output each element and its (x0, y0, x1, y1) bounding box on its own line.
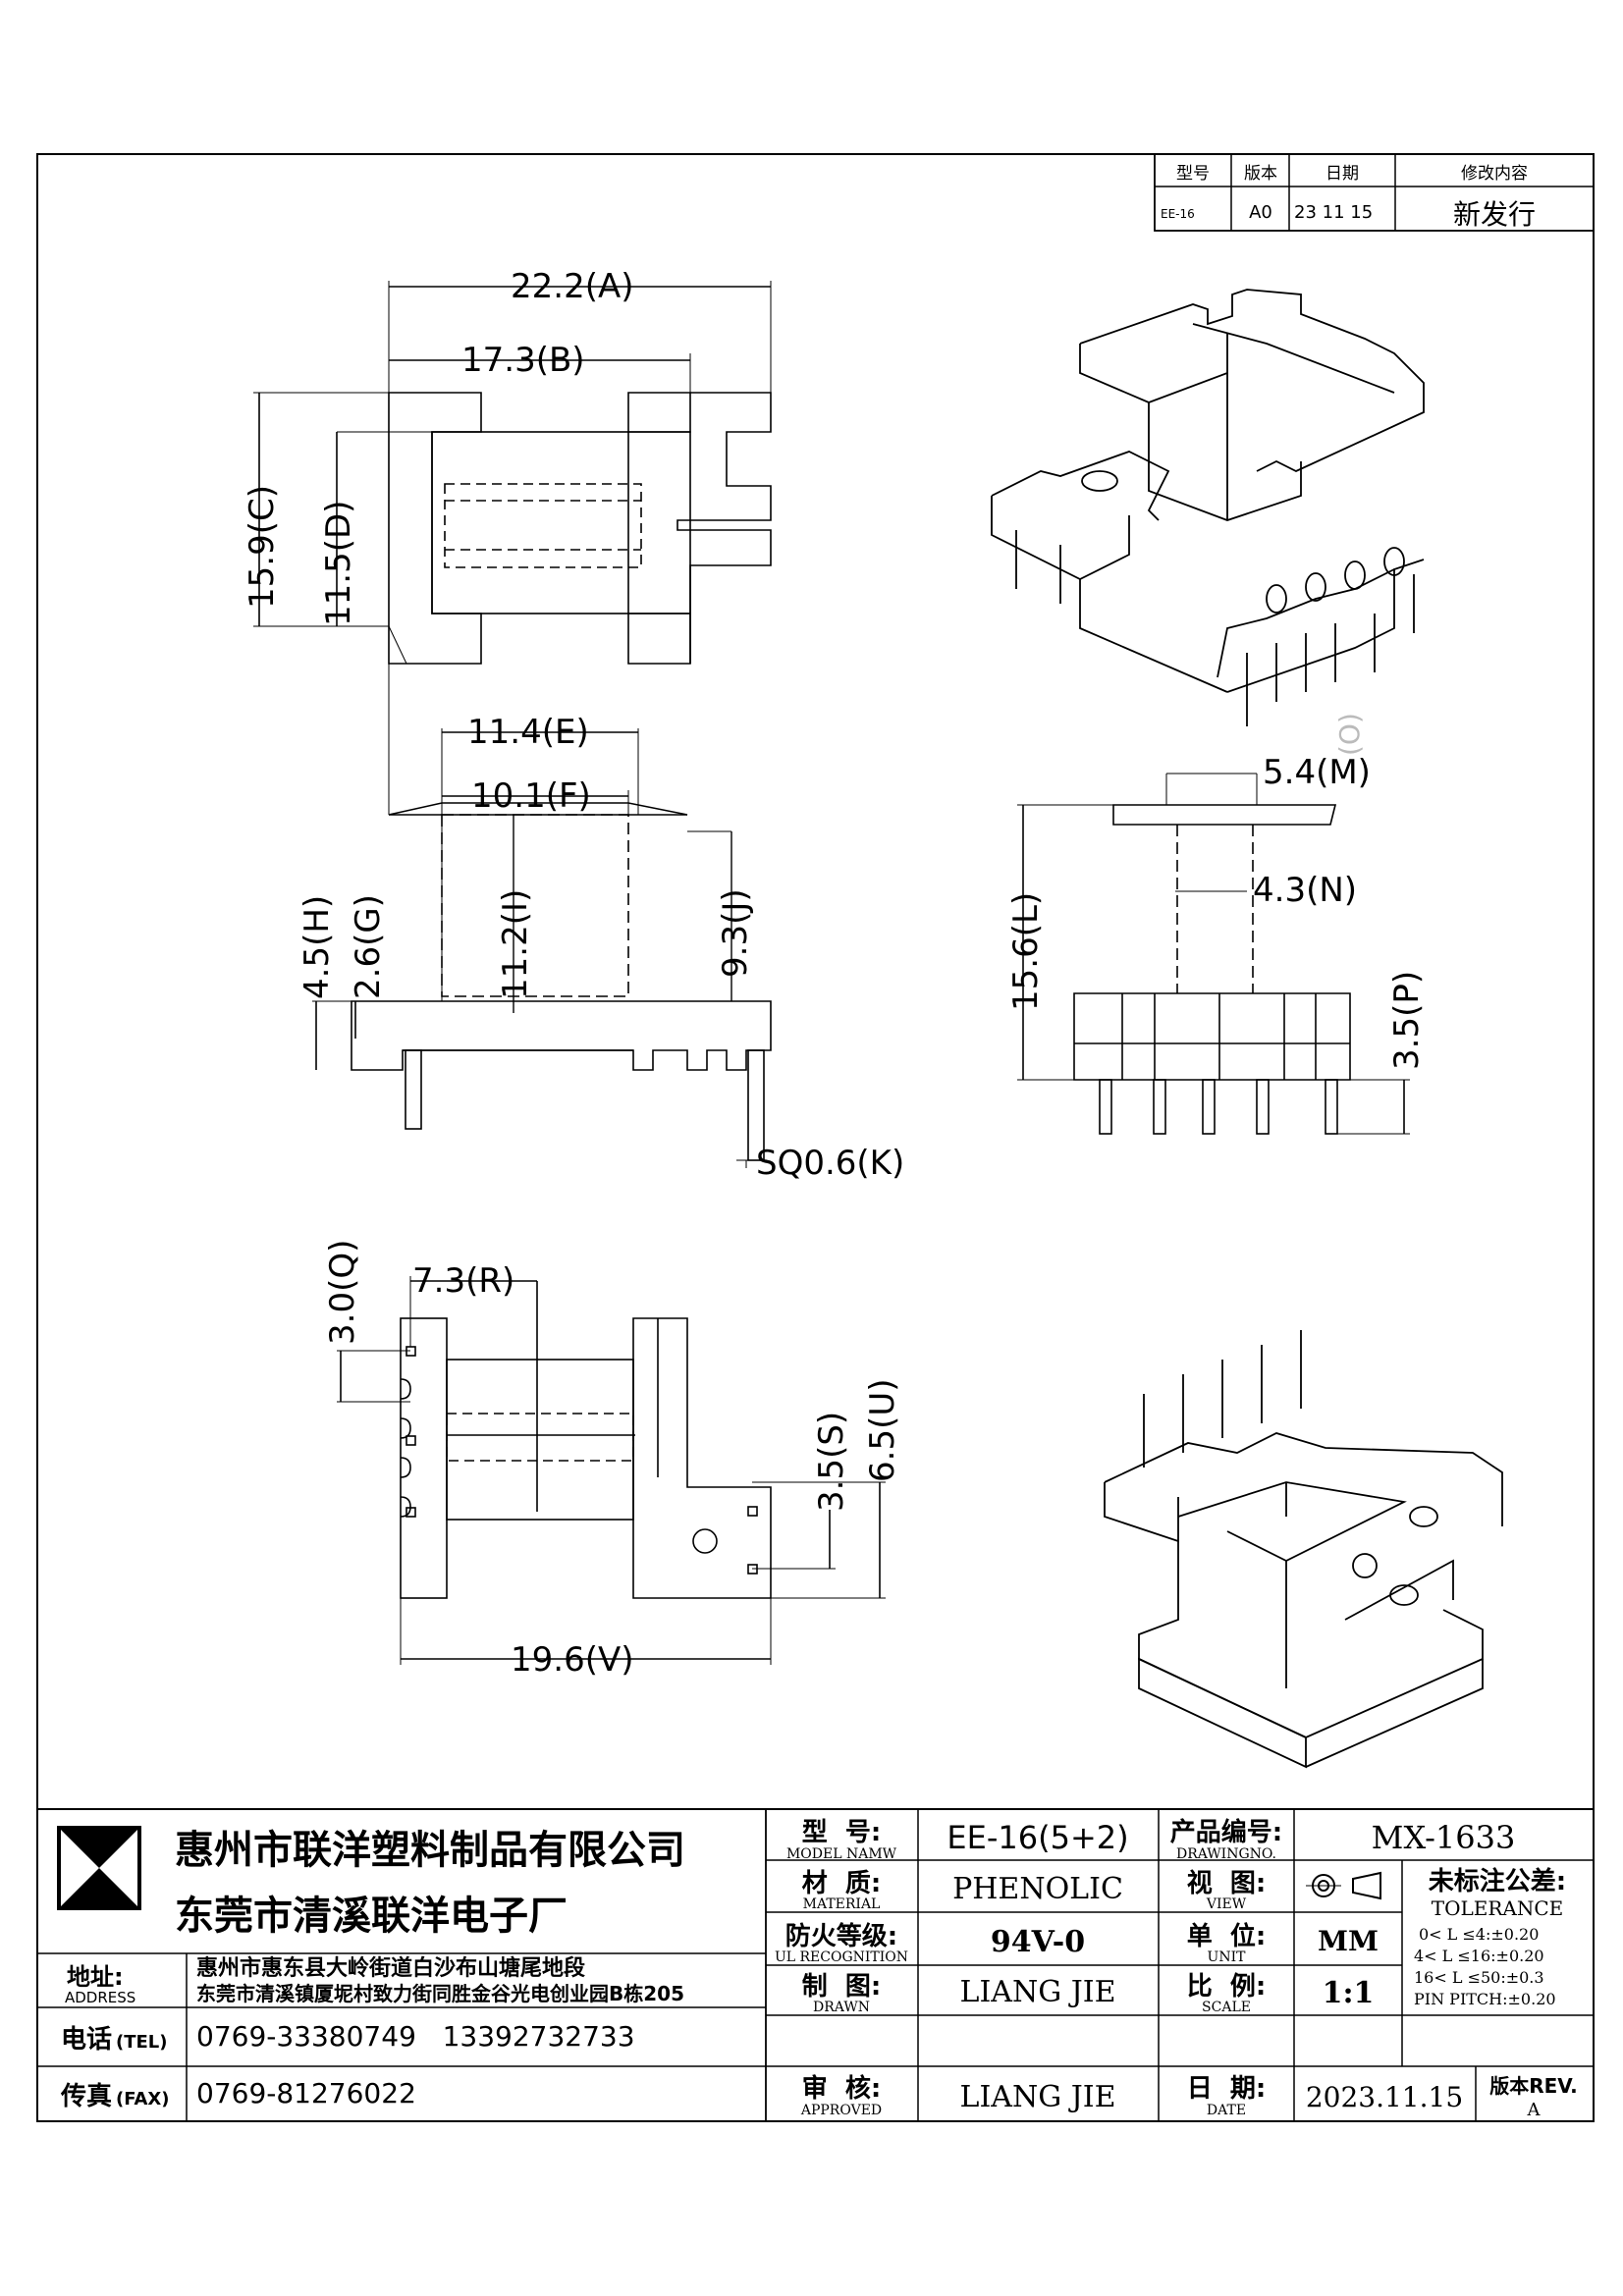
date-label: 日 期: (1187, 2074, 1267, 2104)
rev-value: A (1527, 2100, 1542, 2120)
tolerance-label: 未标注公差: (1429, 1866, 1566, 1896)
tolerance-2: 4< L ≤16:±0.20 (1414, 1947, 1544, 1965)
material-label: 材 质: (802, 1869, 882, 1898)
date-value: 2023.11.15 (1306, 2081, 1463, 2113)
isometric-view-bottom (1104, 1330, 1503, 1769)
drawn-label: 制 图: (802, 1972, 882, 2002)
isometric-view-top (991, 289, 1425, 726)
unit-label-en: UNIT (1208, 1949, 1247, 1965)
dim-a: 22.2(A) (511, 267, 634, 306)
rev-header-version: 版本 (1244, 164, 1277, 184)
company-name-2: 东莞市清溪联洋电子厂 (175, 1893, 568, 1939)
dim-k: SQ0.6(K) (756, 1144, 904, 1183)
model-label-en: MODEL NAMW (786, 1846, 897, 1862)
dim-c: 15.9(C) (243, 485, 282, 609)
rev-header-change: 修改内容 (1461, 164, 1528, 184)
date-label-en: DATE (1207, 2103, 1246, 2118)
dim-i: 11.2(I) (496, 889, 535, 999)
drawn-value: LIANG JIE (960, 1975, 1116, 2009)
fire-label: 防火等级: (785, 1921, 897, 1951)
tolerance-1: 0< L ≤4:±0.20 (1419, 1925, 1539, 1944)
dim-u: 6.5(U) (863, 1379, 902, 1483)
dim-j: 9.3(J) (716, 888, 755, 978)
front-view (312, 664, 772, 1168)
dim-v: 19.6(V) (511, 1640, 634, 1680)
revision-table: 型号 版本 日期 修改内容 EE-16 A0 23 11 15 新发行 (1154, 153, 1595, 232)
material-label-en: MATERIAL (803, 1896, 881, 1912)
dim-l: 15.6(L) (1006, 892, 1046, 1011)
side-view (1017, 773, 1410, 1135)
unit-value: MM (1318, 1925, 1379, 1957)
address-label: 地址: (67, 1963, 124, 1991)
rev-header-model: 型号 (1176, 164, 1210, 184)
bottom-view (337, 1276, 886, 1665)
rev-label: 版本REV. (1489, 2074, 1578, 2098)
address-line-1: 惠州市惠东县大岭街道白沙布山塘尾地段 (196, 1955, 585, 1981)
fax-number: 0769-81276022 (196, 2077, 416, 2109)
address-line-2: 东莞市清溪镇厦坭村致力街同胜金谷光电创业园B栋205 (196, 1982, 684, 2005)
rev-model: EE-16 (1161, 207, 1195, 221)
rev-date: 23 11 15 (1294, 202, 1373, 223)
tolerance-label-en: TOLERANCE (1432, 1896, 1564, 1920)
approved-value: LIANG JIE (960, 2080, 1116, 2114)
dim-p: 3.5(P) (1387, 971, 1427, 1070)
product-no-label-en: DRAWINGNO. (1176, 1846, 1276, 1862)
fire-value: 94V-0 (991, 1925, 1085, 1959)
model-value: EE-16(5+2) (947, 1819, 1128, 1856)
rev-header-date: 日期 (1325, 164, 1359, 184)
material-value: PHENOLIC (952, 1872, 1123, 1906)
fire-label-en: UL RECOGNITION (775, 1949, 908, 1965)
approved-label: 审 核: (802, 2073, 882, 2104)
dim-s: 3.5(S) (812, 1412, 851, 1512)
dim-d: 11.5(D) (319, 501, 358, 626)
dim-m: 5.4(M) (1263, 753, 1371, 792)
dim-g: 2.6(G) (349, 894, 388, 999)
rev-change: 新发行 (1453, 198, 1536, 231)
tel-label: 电话 (61, 2025, 112, 2055)
product-no-value: MX-1633 (1372, 1819, 1516, 1856)
drawn-label-en: DRAWN (813, 2000, 870, 2015)
product-no-label: 产品编号: (1170, 1817, 1282, 1847)
dim-b: 17.3(B) (461, 341, 585, 380)
title-block: 惠州市联洋塑料制品有限公司 东莞市清溪联洋电子厂 地址: ADDRESS 惠州市… (36, 1808, 1595, 2122)
top-view (253, 281, 772, 665)
rev-version: A0 (1249, 202, 1272, 223)
scale-label-en: SCALE (1202, 2000, 1251, 2015)
address-label-en: ADDRESS (65, 1989, 135, 2006)
dim-n: 4.3(N) (1253, 871, 1357, 910)
dim-q: 3.0(Q) (323, 1240, 362, 1345)
company-logo (57, 1826, 141, 1910)
tel-label-en: (TEL) (116, 2032, 168, 2053)
dim-h: 4.5(H) (298, 895, 337, 999)
scale-value: 1:1 (1323, 1976, 1375, 2010)
unit-label: 单 位: (1187, 1921, 1267, 1951)
tolerance-3: 16< L ≤50:±0.3 (1414, 1968, 1544, 1987)
model-label: 型 号: (802, 1818, 882, 1847)
approved-label-en: APPROVED (800, 2103, 882, 2118)
view-label: 视 图: (1187, 1869, 1267, 1898)
view-label-en: VIEW (1206, 1896, 1247, 1912)
company-name-1: 惠州市联洋塑料制品有限公司 (175, 1827, 685, 1873)
dim-f: 10.1(F) (471, 776, 591, 816)
fax-label-en: (FAX) (116, 2089, 170, 2109)
tolerance-4: PIN PITCH:±0.20 (1414, 1990, 1556, 2008)
scale-label: 比 例: (1187, 1972, 1267, 2002)
dim-r: 7.3(R) (412, 1261, 514, 1301)
projection-symbol-icon (1306, 1871, 1381, 1900)
tel-number: 0769-33380749 13392732733 (196, 2020, 635, 2053)
dim-o: (O) (1333, 713, 1366, 756)
dim-e: 11.4(E) (467, 713, 589, 752)
dimension-labels: 22.2(A) 17.3(B) 15.9(C) 11.5(D) 11.4(E) … (243, 267, 1427, 1680)
fax-label: 传真 (60, 2082, 112, 2111)
